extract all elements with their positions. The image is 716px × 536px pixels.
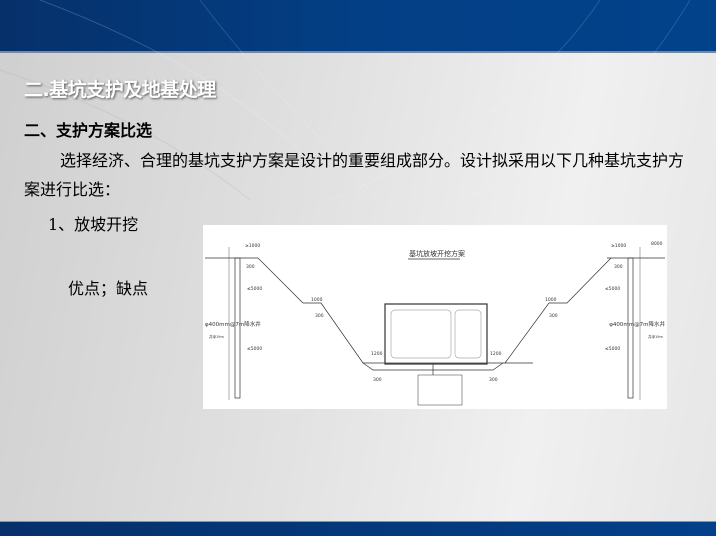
body-paragraph: 选择经济、合理的基坑支护方案是设计的重要组成部分。设计拟采用以下几种基坑支护方案… <box>24 151 685 199</box>
dim-label: 1200 <box>371 351 383 357</box>
section-subtitle: 二、支护方案比选 <box>24 121 153 140</box>
dim-label: 300 <box>549 313 558 319</box>
dim-label: ≤5000 <box>605 346 620 352</box>
depth-label: 井深19m <box>648 334 663 339</box>
pros-cons-text: 优点；缺点 <box>68 279 149 298</box>
footer-band <box>0 521 716 536</box>
depth-label: 井深19m <box>209 334 224 339</box>
dim-label: 300 <box>614 264 623 270</box>
slide-title: 二.基坑支护及地基处理 <box>24 79 216 101</box>
dim-label: ≤5000 <box>247 346 262 352</box>
list-item: 1、放坡开挖 <box>48 215 139 234</box>
drawing-title: 基坑放坡开挖方案 <box>409 249 465 258</box>
dim-label: 1000 <box>311 297 323 303</box>
excavation-drawing: 基坑放坡开挖方案 ≥1000 ≥1000 8000 300 300 1000 1… <box>203 225 667 409</box>
well-label: φ400mm@7m降水井 <box>609 320 665 328</box>
dim-label: 1200 <box>490 351 502 357</box>
dim-label: ≥1000 <box>611 243 626 249</box>
dim-label: 300 <box>489 377 498 383</box>
dim-label: 1000 <box>545 297 557 303</box>
dim-label: ≤5000 <box>605 286 620 292</box>
dim-label: 300 <box>315 313 324 319</box>
dim-label: 300 <box>246 264 255 270</box>
dim-label: 8000 <box>651 241 663 247</box>
dim-label: 300 <box>373 377 382 383</box>
dim-label: ≥1000 <box>245 243 260 249</box>
header-band <box>0 0 716 53</box>
dim-label: ≤5000 <box>247 286 262 292</box>
well-label: φ400mm@7m降水井 <box>205 320 261 328</box>
